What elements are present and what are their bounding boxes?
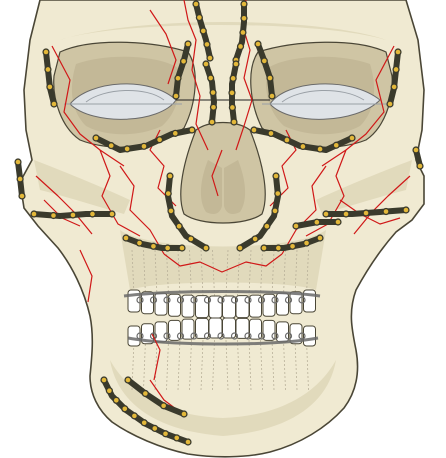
le-fort-plate-right xyxy=(260,234,324,252)
zygomatic-buttress-plate-left xyxy=(30,210,116,220)
infraorbital-plate-left xyxy=(92,126,196,153)
orbital-rim-plate-upper-right xyxy=(254,40,276,100)
nasal-plate-right xyxy=(228,60,240,126)
tooth xyxy=(276,292,289,316)
mandible-plate-left-upper xyxy=(124,376,188,418)
lateral-orbit-plate-left xyxy=(42,48,58,108)
nasomaxillary-plate-left xyxy=(164,172,210,252)
upper-teeth xyxy=(127,289,316,319)
mandible-shade xyxy=(110,360,336,436)
zygomatic-buttress-plate-right xyxy=(322,206,410,218)
tooth xyxy=(127,325,141,347)
nasal-cavity xyxy=(180,121,266,224)
le-fort-plate-left xyxy=(122,234,186,252)
upper-arch-bar xyxy=(123,290,321,298)
left-orbital-implant xyxy=(64,83,182,120)
mandible-plate-left-lower xyxy=(100,376,192,446)
nasal-plate-left xyxy=(202,60,218,126)
lower-arch-bar xyxy=(127,336,319,346)
tooth xyxy=(154,292,168,316)
nasomaxillary-plate-right xyxy=(236,172,282,252)
right-orbital-implant xyxy=(262,83,388,120)
tooth-roots xyxy=(131,249,309,391)
infraorbital-plate-right xyxy=(250,126,356,153)
interdental-wire-loops xyxy=(136,296,306,340)
frontal-plate-left xyxy=(192,0,214,62)
forehead-shade xyxy=(60,22,386,40)
left-zygoma xyxy=(34,160,130,214)
fixation-plates xyxy=(14,0,424,446)
left-zygoma-plate xyxy=(14,158,26,200)
right-zygoma-plate xyxy=(412,146,424,170)
lateral-orbit-plate-right xyxy=(386,48,402,108)
maxilla-plate-right-upper xyxy=(292,218,342,230)
orbital-rim-plate-upper-left xyxy=(172,40,192,100)
